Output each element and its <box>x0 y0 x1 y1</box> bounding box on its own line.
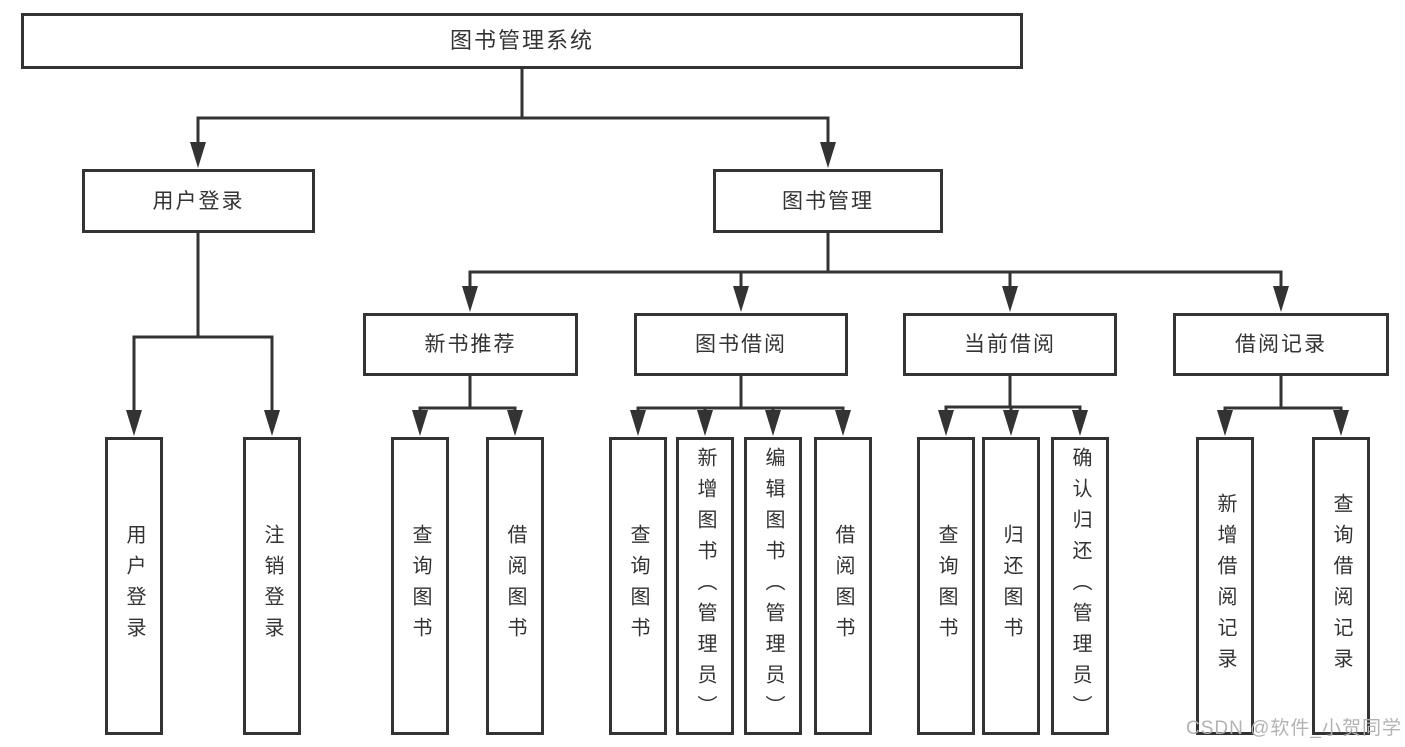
leaf-borrowing-borrow-book: 借阅图书 <box>814 437 872 735</box>
arrowheads <box>126 142 1349 436</box>
leaf-borrowing-query-book: 查询图书 <box>609 437 667 735</box>
leaf-user-login: 用户登录 <box>105 437 163 735</box>
node-book-borrowing: 图书借阅 <box>634 313 848 376</box>
leaf-logout: 注销登录 <box>243 437 301 735</box>
node-current-borrowing: 当前借阅 <box>903 313 1117 376</box>
node-new-book-recommend: 新书推荐 <box>363 313 578 376</box>
node-library-management-system: 图书管理系统 <box>21 13 1023 69</box>
node-user-login: 用户登录 <box>82 169 315 233</box>
node-book-management: 图书管理 <box>713 169 943 233</box>
leaf-recommend-borrow-book: 借阅图书 <box>486 437 544 735</box>
leaf-current-query-book: 查询图书 <box>917 437 975 735</box>
leaf-borrowing-add-book-admin: 新增图书（管理员） <box>676 437 734 735</box>
leaf-current-confirm-return-admin: 确认归还（管理员） <box>1051 437 1109 735</box>
csdn-watermark: CSDN @软件_小贺同学 <box>1186 718 1402 739</box>
leaf-records-query-record: 查询借阅记录 <box>1312 437 1370 735</box>
leaf-records-add-record: 新增借阅记录 <box>1196 437 1254 735</box>
leaf-current-return-book: 归还图书 <box>982 437 1040 735</box>
leaf-borrowing-edit-book-admin: 编辑图书（管理员） <box>744 437 802 735</box>
leaf-recommend-query-book: 查询图书 <box>391 437 449 735</box>
node-borrowing-records: 借阅记录 <box>1173 313 1389 376</box>
